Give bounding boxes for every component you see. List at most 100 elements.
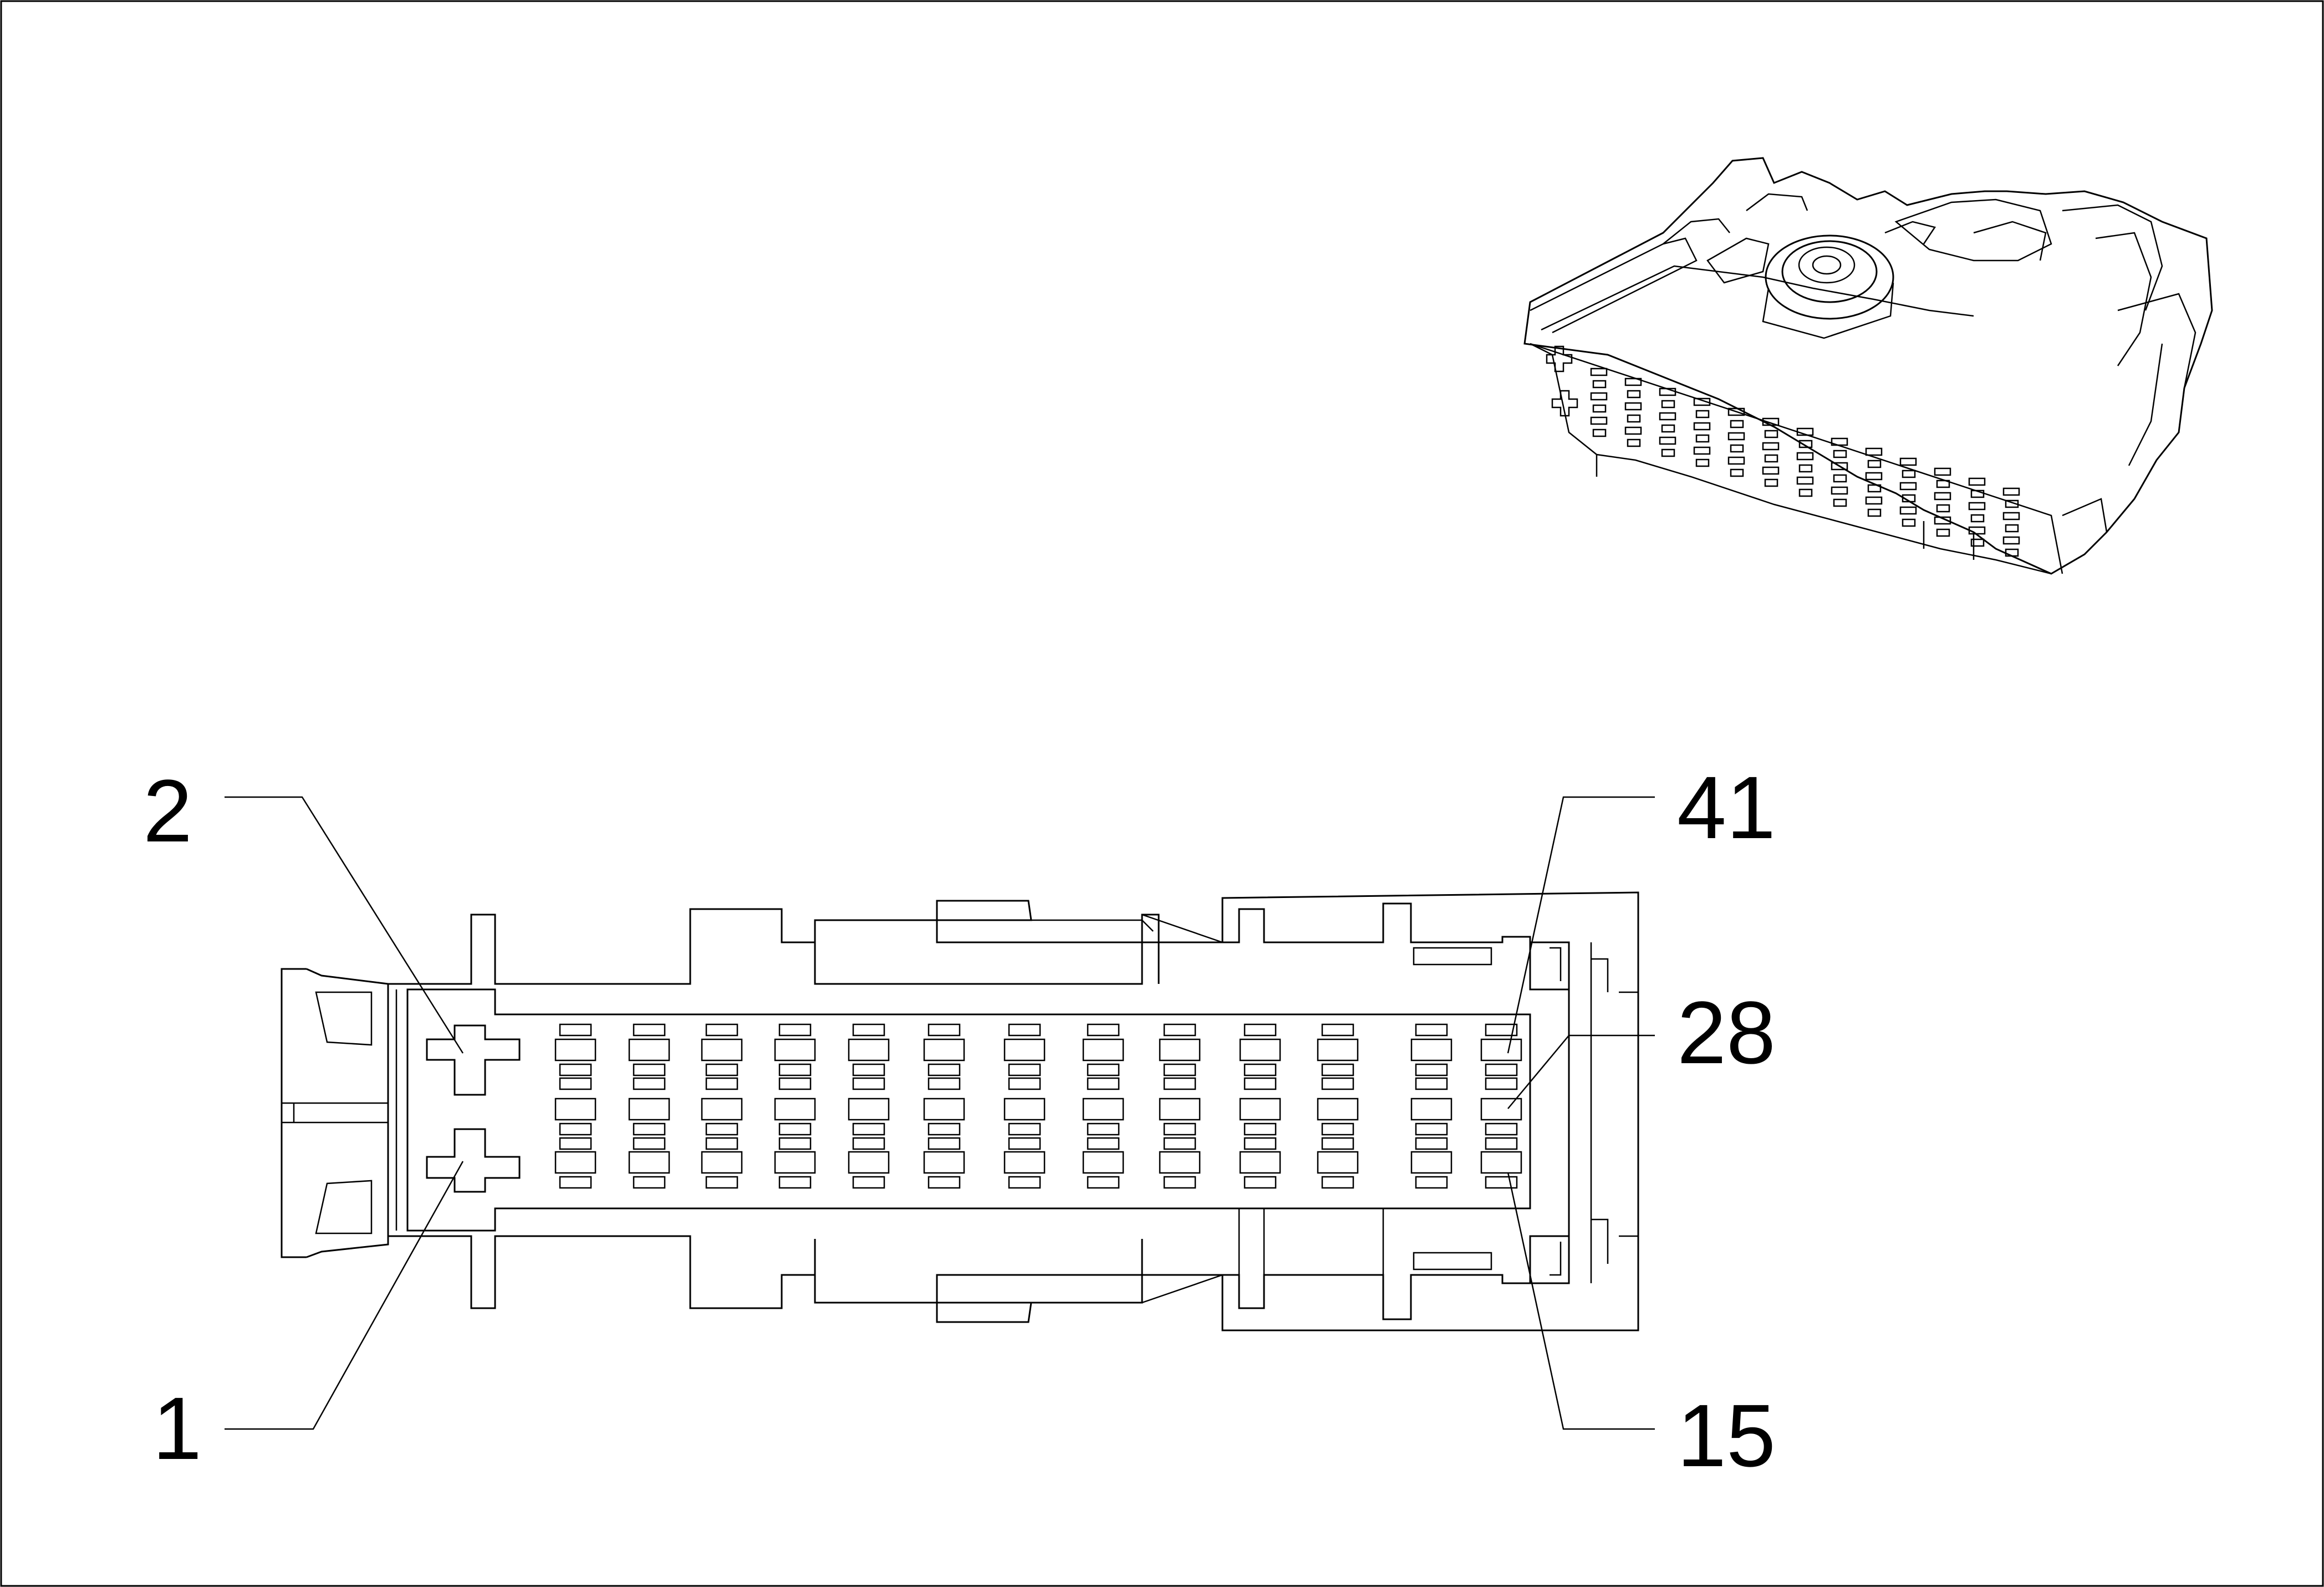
pin-cavity — [1902, 494, 1916, 503]
pin-cavity — [1727, 432, 1745, 441]
pin-cavity — [1798, 440, 1813, 448]
pin-cavity — [1087, 1137, 1120, 1150]
pin-cavity — [1410, 1151, 1452, 1174]
pin-cavity — [1317, 1098, 1359, 1121]
front-pin-cavities — [554, 1023, 1522, 1189]
pin-cavity — [1695, 410, 1710, 419]
pin-cavity — [1730, 468, 1744, 477]
pin-cavity — [1159, 1098, 1201, 1121]
pin-cavity — [1865, 496, 1883, 505]
pin-cavity — [1590, 368, 1608, 376]
pin-cavity — [1163, 1137, 1196, 1150]
pin-cavity — [927, 1063, 961, 1076]
pin-cavity — [1659, 436, 1676, 445]
pin-label-28: 28 — [1677, 983, 1776, 1082]
pin-cavity — [701, 1038, 743, 1062]
pin-cavity — [1796, 476, 1814, 485]
pin-cavity — [628, 1038, 670, 1062]
pin-cavity — [559, 1077, 592, 1090]
pin-cavity — [554, 1098, 597, 1121]
pin-cavity — [1480, 1098, 1522, 1121]
pin-cavity — [1831, 437, 1848, 446]
pin-cavity — [1485, 1137, 1518, 1150]
pin-callouts: 2 1 41 28 15 — [143, 758, 1776, 1485]
pin-cavity — [1968, 502, 1986, 511]
pin-cavity — [1693, 422, 1711, 431]
pin-cavity — [1003, 1151, 1046, 1174]
pin-cavity — [1415, 1137, 1448, 1150]
pin-cavity — [2002, 487, 2020, 496]
pin-cavity — [705, 1176, 738, 1189]
pin-cavity — [1163, 1077, 1196, 1090]
pin-cavity — [559, 1122, 592, 1136]
pin-label-41: 41 — [1677, 758, 1776, 857]
pin-cavity — [1970, 538, 1985, 547]
pin-cavity — [1833, 498, 1847, 507]
pin-cavity — [1592, 380, 1607, 389]
pin-cavity — [1661, 448, 1675, 457]
pin-cavity — [848, 1038, 890, 1062]
pin-cavity — [927, 1137, 961, 1150]
pin-cavity — [1008, 1063, 1041, 1076]
pin-cavity — [1485, 1023, 1518, 1037]
pin-cavity — [1485, 1122, 1518, 1136]
pin-cavity — [1243, 1063, 1277, 1076]
pin-label-15: 15 — [1677, 1386, 1776, 1485]
pin-cavity — [1627, 438, 1641, 447]
pin-cavity — [2002, 536, 2020, 545]
pin-cavity — [1659, 387, 1676, 396]
pin-cavity — [1008, 1023, 1041, 1037]
pin-cavity — [1592, 428, 1607, 437]
pin-cavity — [1865, 472, 1883, 481]
pin-cavity — [1833, 450, 1847, 458]
pin-cavity — [1970, 514, 1985, 523]
pin-cavity — [778, 1063, 812, 1076]
pin-cavity — [1410, 1038, 1452, 1062]
pin-cavity — [1798, 488, 1813, 497]
pin-cavity — [2005, 499, 2019, 508]
pin-cavity — [559, 1137, 592, 1150]
pin-cavity — [774, 1151, 816, 1174]
pin-cavity — [1764, 478, 1778, 487]
pin-cavity — [1934, 492, 1951, 501]
pin-cavity — [1899, 506, 1917, 515]
pin-cavity — [1317, 1038, 1359, 1062]
pin-cavity — [1624, 426, 1642, 435]
pin-cavity — [2005, 524, 2019, 533]
pin-cavity — [852, 1023, 885, 1037]
pin-cavity — [1627, 414, 1641, 423]
pin-cavity — [1082, 1151, 1124, 1174]
pin-cavity — [1796, 427, 1814, 436]
pin-cavity — [1936, 528, 1950, 537]
pin-cavity — [1485, 1176, 1518, 1189]
pin-cavity — [1831, 462, 1848, 471]
pin-cavity — [1798, 464, 1813, 473]
connector-front-view — [281, 891, 1639, 1331]
pin-cavity — [1087, 1063, 1120, 1076]
isometric-pin-cavities — [1590, 368, 2020, 557]
pin-cavity — [1762, 442, 1780, 451]
pin-cavity — [628, 1151, 670, 1174]
pin-cavity — [633, 1122, 666, 1136]
pin-cavity — [701, 1151, 743, 1174]
pin-cavity — [1415, 1176, 1448, 1189]
pin-cavity — [778, 1023, 812, 1037]
pin-cavity — [1082, 1038, 1124, 1062]
pin-cavity — [852, 1176, 885, 1189]
pin-cavity — [1831, 486, 1848, 495]
pin-cavity — [1087, 1176, 1120, 1189]
pin-cavity — [705, 1122, 738, 1136]
pin-cavity — [633, 1063, 666, 1076]
pin-cavity — [559, 1023, 592, 1037]
pin-cavity — [1243, 1077, 1277, 1090]
pin-cavity — [774, 1038, 816, 1062]
pin-cavity — [1485, 1077, 1518, 1090]
pin-cavity — [1867, 484, 1882, 493]
pin-cavity — [1087, 1077, 1120, 1090]
pin-cavity — [1480, 1038, 1522, 1062]
pin-cavity — [1764, 430, 1778, 438]
pin-cavity — [1661, 400, 1675, 409]
pin-cavity — [1239, 1038, 1281, 1062]
pin-cavity — [778, 1137, 812, 1150]
